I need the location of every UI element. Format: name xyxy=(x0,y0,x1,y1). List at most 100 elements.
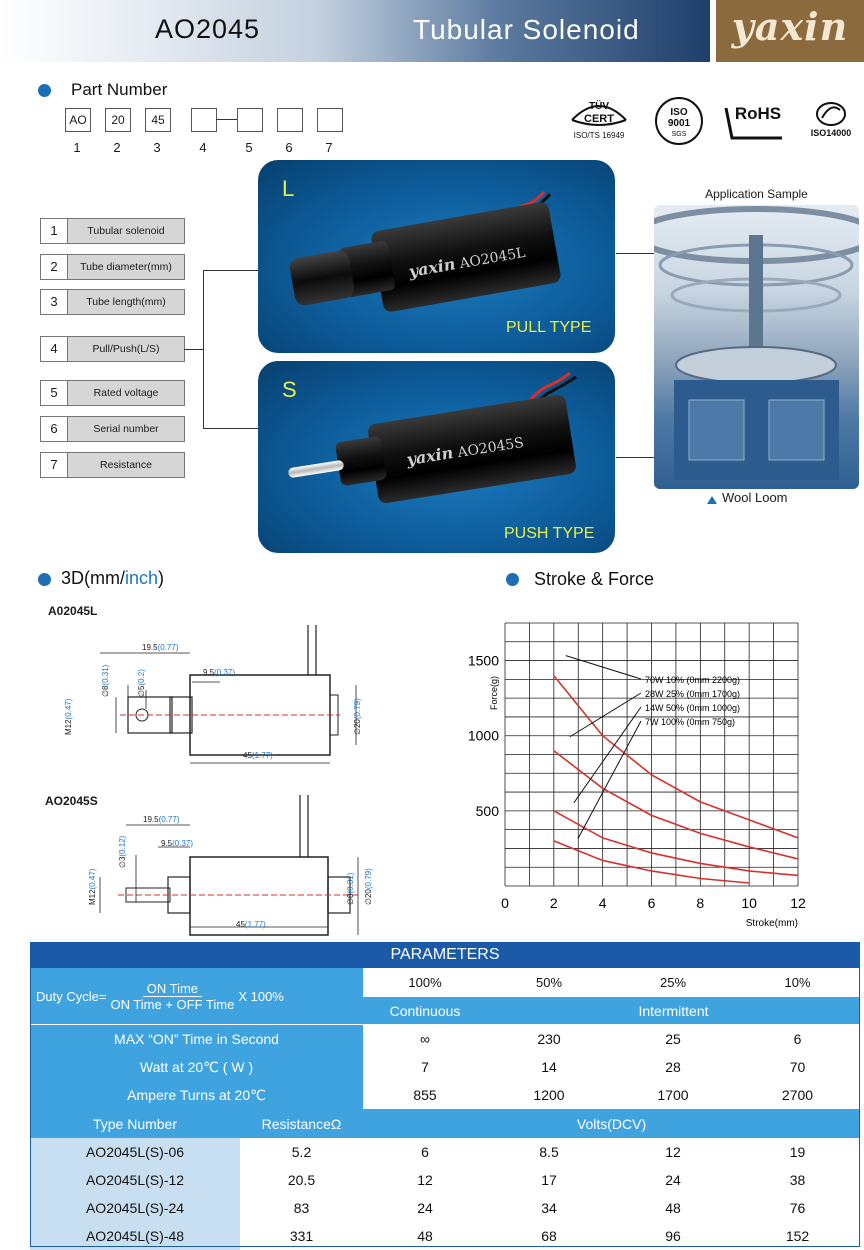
triangle-icon xyxy=(706,492,718,504)
volts-cell: 68 xyxy=(487,1222,611,1250)
dim-m12: M12(0.47) xyxy=(64,699,73,735)
connector-line xyxy=(616,253,654,254)
part-index: 4 xyxy=(199,140,207,155)
dim-9-5: 9.5(0.37) xyxy=(161,839,193,848)
legend-label-1: Tubular solenoid xyxy=(67,218,185,244)
param-row-value: 14 xyxy=(487,1053,611,1081)
dim-value: 45 xyxy=(236,920,245,929)
bullet-icon xyxy=(38,573,51,586)
dim-inch: (0.77) xyxy=(157,643,179,652)
panel-letter: L xyxy=(282,176,295,201)
volts-cell: 76 xyxy=(735,1194,860,1222)
type-number-cell: AO2045L(S)-24 xyxy=(30,1194,240,1222)
dim-19-5: 19.5(0.77) xyxy=(142,643,178,652)
y-tick-label: 1500 xyxy=(468,653,499,669)
connector-line xyxy=(184,349,203,350)
connector-line xyxy=(203,270,260,271)
resistance-cell: 83 xyxy=(240,1194,363,1222)
legend-entry: 14W 50% (0mm 1000g) xyxy=(645,703,740,713)
force-curve xyxy=(553,810,799,877)
brand-logo: yaxin xyxy=(731,4,849,49)
dim-d20: ∅20(0.79) xyxy=(353,698,362,735)
legend-num-4: 4 xyxy=(40,336,68,362)
param-row-value: 230 xyxy=(487,1025,611,1053)
y-axis-label: Force(g) xyxy=(489,676,499,710)
push-type-panel: S yaxin AO2045S PUSH TYPE xyxy=(258,361,615,553)
x-tick-label: 8 xyxy=(696,895,704,911)
drawing-title-end: ) xyxy=(158,568,165,588)
duty-value: 10% xyxy=(735,968,860,997)
pull-dimension-drawing xyxy=(100,625,357,764)
x-tick-label: 10 xyxy=(741,895,757,911)
param-row-value: 1700 xyxy=(611,1081,735,1109)
threaded-neck xyxy=(334,435,388,487)
dim-d5: ∅5(0.2) xyxy=(137,669,146,697)
drawing-title-accent: inch xyxy=(125,568,159,588)
dim-value: M12 xyxy=(64,719,73,735)
dim-value: ∅20 xyxy=(353,719,362,735)
dim-value: ∅8 xyxy=(101,685,110,697)
dim-inch: (0.37) xyxy=(172,839,194,848)
legend-num-5: 5 xyxy=(40,380,68,406)
parameters-title: PARAMETERS xyxy=(30,942,860,968)
intermittent-label: Intermittent xyxy=(487,997,860,1024)
duty-prefix: Duty Cycle= xyxy=(36,988,107,1004)
param-row-value: 2700 xyxy=(735,1081,860,1109)
volts-cell: 12 xyxy=(363,1166,487,1194)
application-title: Application Sample xyxy=(705,187,808,201)
iso-sub-text: SGS xyxy=(671,131,687,138)
legend-label-7: Resistance xyxy=(67,452,185,478)
part-box-2: 20 xyxy=(105,108,131,132)
drawing-section-title: 3D(mm/inch) xyxy=(61,568,164,589)
panel-letter: S xyxy=(282,377,297,402)
tuv-sub-text: ISO/TS 16949 xyxy=(573,131,625,140)
dim-inch: (0.79) xyxy=(364,868,373,890)
y-tick-label: 1000 xyxy=(468,728,499,744)
part-index: 1 xyxy=(73,140,81,155)
tuv-mid-text: CERT xyxy=(584,113,614,125)
continuous-label: Continuous xyxy=(363,997,487,1024)
dim-d3: ∅3(0.12) xyxy=(118,836,127,868)
part-number-title: Part Number xyxy=(71,80,168,99)
param-row-label: MAX “ON” Time in Second xyxy=(30,1025,363,1053)
push-type-label: PUSH TYPE xyxy=(504,525,595,542)
param-row-value: 6 xyxy=(735,1025,860,1053)
wool-loom-image xyxy=(654,205,859,489)
param-row-value: 1200 xyxy=(487,1081,611,1109)
application-caption: Wool Loom xyxy=(722,490,788,505)
bullet-icon xyxy=(38,84,51,97)
type-number-cell: AO2045L(S)-12 xyxy=(30,1166,240,1194)
legend-label-4: Pull/Push(L/S) xyxy=(67,336,185,362)
dim-m12: M12(0.47) xyxy=(88,869,97,905)
duty-value: 25% xyxy=(611,968,735,997)
iso14000-text: ISO14000 xyxy=(810,128,852,138)
dim-value: 19.5 xyxy=(143,815,159,824)
volts-cell: 24 xyxy=(363,1194,487,1222)
dim-19-5: 19.5(0.77) xyxy=(143,815,179,824)
legend-num-3: 3 xyxy=(40,289,68,315)
dim-inch: (0.31) xyxy=(101,664,110,686)
part-index: 2 xyxy=(113,140,121,155)
volts-header: Volts(DCV) xyxy=(363,1109,860,1138)
rohs-text: RoHS xyxy=(734,104,782,123)
iso-mid-text: 9001 xyxy=(667,118,691,129)
plunger-head xyxy=(288,249,356,307)
x-axis-label: Stroke(mm) xyxy=(746,918,798,929)
legend-label-6: Serial number xyxy=(67,416,185,442)
resistance-header: ResistanceΩ xyxy=(240,1109,363,1138)
table-border xyxy=(30,942,860,1247)
model-title: AO2045 xyxy=(155,14,261,44)
legend-entry: 28W 25% (0mm 1700g) xyxy=(645,689,740,699)
iso14000-cert-logo: ISO14000 xyxy=(806,100,856,140)
dim-45: 45(1.77) xyxy=(243,751,273,760)
volts-cell: 34 xyxy=(487,1194,611,1222)
x-tick-label: 2 xyxy=(550,895,558,911)
dim-value: 9.5 xyxy=(203,668,215,677)
part-index: 6 xyxy=(285,140,293,155)
pull-type-panel: L yaxin AO2045L PULL TYPE xyxy=(258,160,615,353)
dim-d20: ∅20(0.79) xyxy=(364,868,373,905)
dim-value: ∅3 xyxy=(118,856,127,868)
